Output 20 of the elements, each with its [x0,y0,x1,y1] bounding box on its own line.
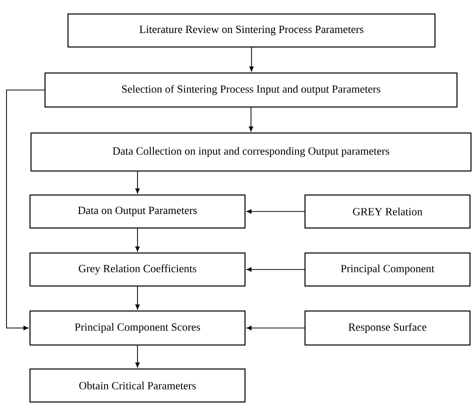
process-box: Selection of Sintering Process Input and output Parameters [44,72,458,108]
arrow [135,286,140,310]
process-box: Principal Component [304,252,470,286]
process-box: GREY Relation [304,194,470,228]
arrow [248,107,254,132]
arrow [135,228,140,252]
arrow [135,345,140,368]
process-box: Response Surface [304,310,470,346]
process-box: Grey Relation Coefficients [30,252,246,286]
process-box: Data Collection on input and corresponding Output parameters [30,132,472,172]
arrow [135,171,140,194]
process-box: Literature Review on Sintering Process Parameters [68,14,436,48]
arrow [246,326,305,330]
arrow [249,47,254,72]
process-box: Data on Output Parameters [30,194,246,228]
process-box: Obtain Critical Parameters [30,368,246,402]
arrow [6,90,45,330]
process-box: Principal Component Scores [30,310,246,346]
arrow [246,209,305,214]
arrow [246,267,305,272]
